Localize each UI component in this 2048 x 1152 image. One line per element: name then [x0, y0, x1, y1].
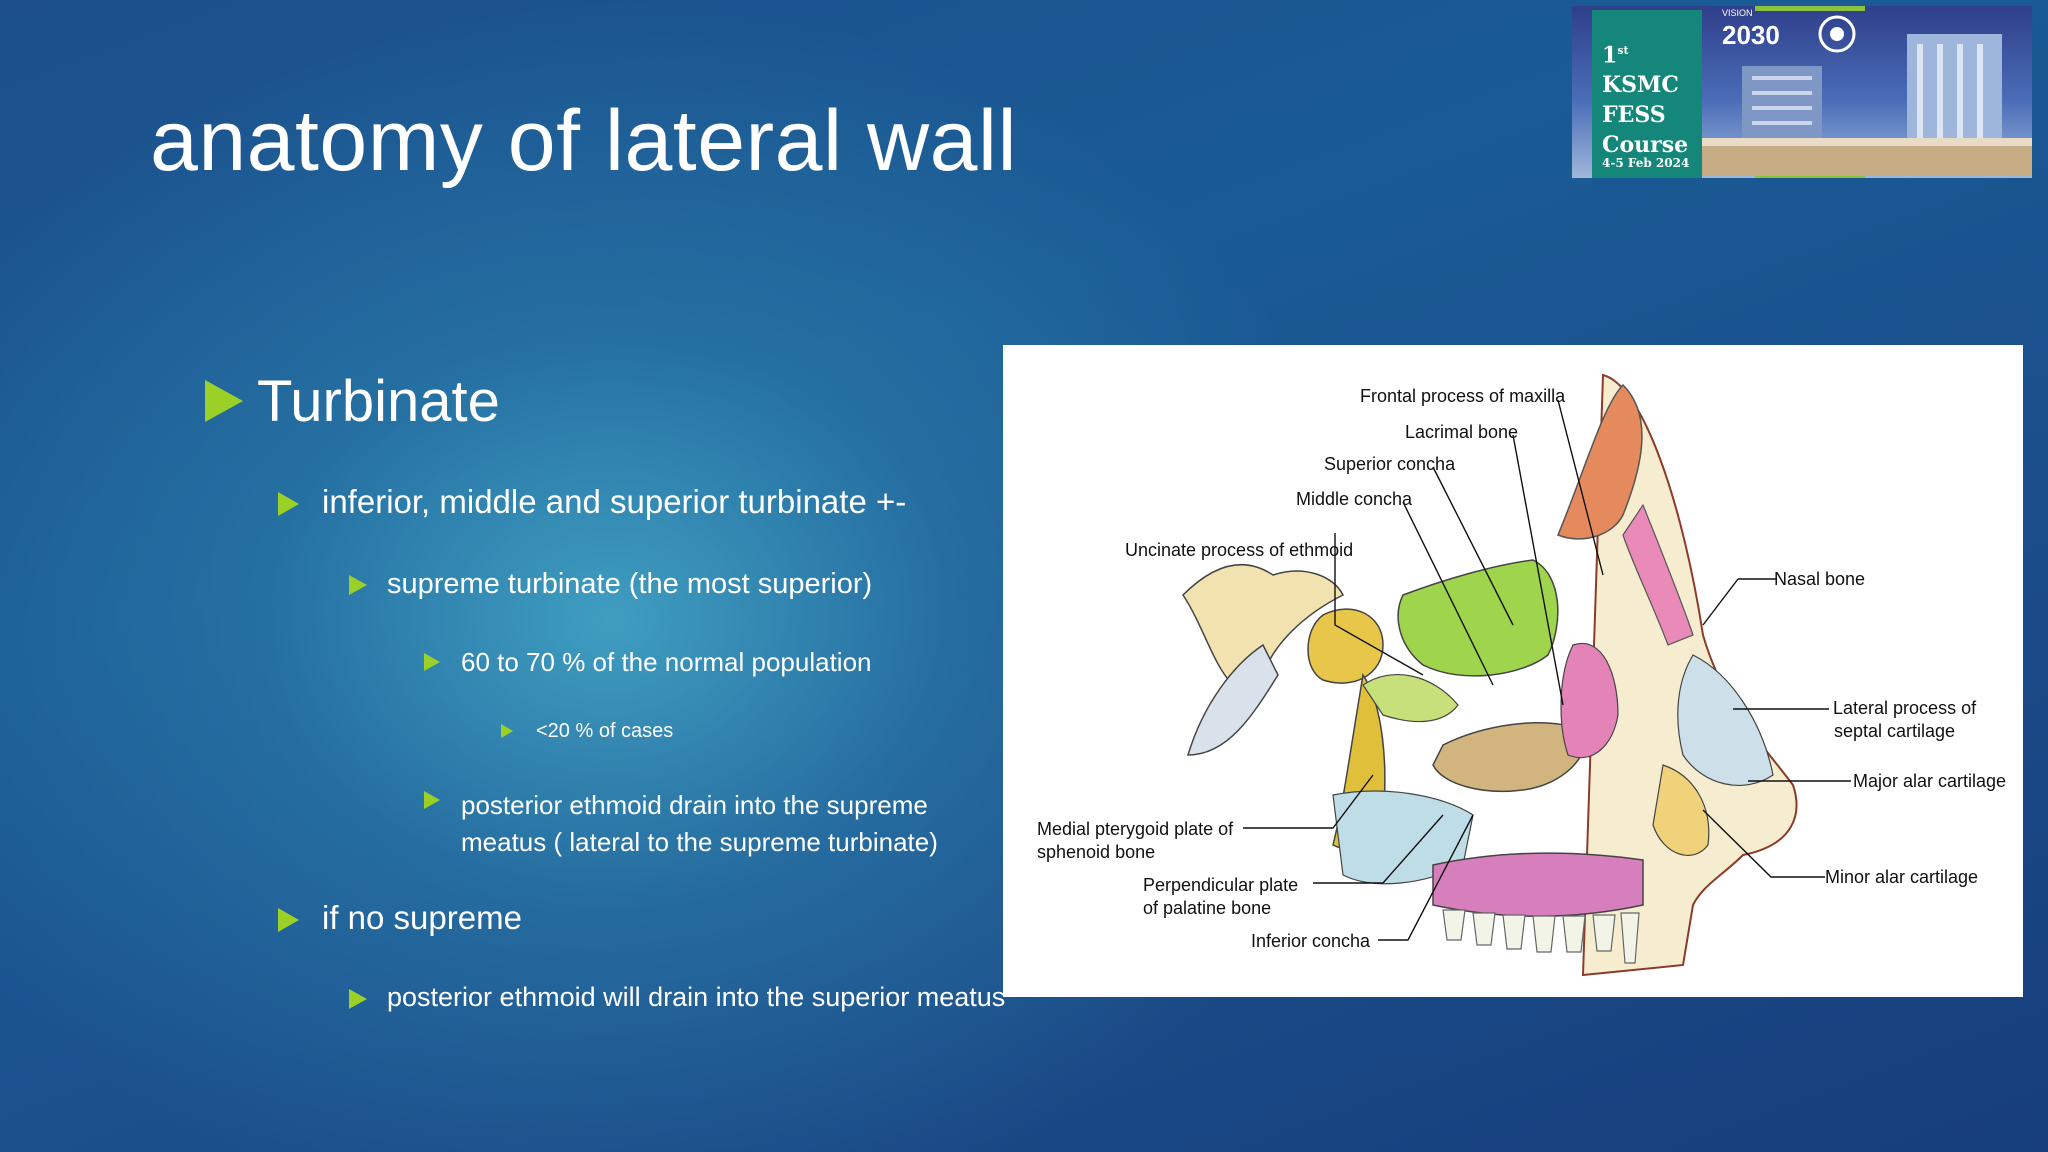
label-major-alar: Major alar cartilage — [1853, 771, 2006, 791]
lateral-wall-diagram: Frontal process of maxilla Lacrimal bone… — [1037, 373, 2006, 977]
bullet-text: posterior ethmoid will drain into the su… — [387, 982, 1006, 1012]
course-date: 4-5 Feb 2024 — [1602, 156, 1690, 170]
bullet-arrow-icon — [205, 380, 243, 422]
bullet-arrow-icon — [278, 908, 299, 932]
bullet-text: supreme turbinate (the most superior) — [387, 568, 873, 600]
bullet-turbinate: Turbinate — [205, 368, 500, 435]
course-badge — [1592, 10, 1702, 178]
bullet-arrow-icon — [278, 492, 299, 516]
label-uncinate-process: Uncinate process of ethmoid — [1125, 540, 1353, 560]
course-name: 1st KSMC FESS Course — [1602, 42, 1689, 159]
bullet-text: 60 to 70 % of the normal population — [461, 647, 872, 677]
ksmc-emblem-icon — [1818, 15, 1856, 53]
bullet-inferior-middle-superior: inferior, middle and superior turbinate … — [278, 483, 907, 521]
bullet-text-line2: meatus ( lateral to the supreme turbinat… — [461, 827, 938, 857]
label-inferior-concha: Inferior concha — [1251, 931, 1371, 951]
label-lacrimal-bone: Lacrimal bone — [1405, 422, 1518, 442]
label-superior-concha: Superior concha — [1324, 454, 1456, 474]
label-frontal-process: Frontal process of maxilla — [1360, 386, 1566, 406]
lateral-wall-figure: Frontal process of maxilla Lacrimal bone… — [1003, 345, 2023, 997]
label-lateral-process-1: Lateral process of — [1833, 698, 1977, 718]
bullet-supreme: supreme turbinate (the most superior) — [349, 568, 873, 601]
bullet-arrow-icon — [349, 575, 367, 595]
bullet-posterior-will-drain: posterior ethmoid will drain into the su… — [349, 982, 1006, 1013]
hospital-buildings-image — [1702, 34, 2032, 176]
teeth-illustration — [1442, 909, 1640, 964]
label-nasal-bone: Nasal bone — [1774, 569, 1865, 589]
slide-title: anatomy of lateral wall — [150, 93, 1018, 189]
label-lateral-process-2: septal cartilage — [1834, 721, 1955, 741]
bullet-text-line1: posterior ethmoid drain into the supreme — [461, 790, 928, 820]
bullet-arrow-icon — [424, 791, 440, 809]
bullet-arrow-icon — [501, 724, 513, 738]
label-middle-concha: Middle concha — [1296, 489, 1413, 509]
leader-lines — [1243, 399, 1851, 941]
label-perpendicular-1: Perpendicular plate — [1143, 875, 1298, 895]
label-medial-pterygoid-1: Medial pterygoid plate of — [1037, 819, 1234, 839]
vision-label: VISION — [1722, 8, 1753, 18]
bullet-arrow-icon — [349, 989, 367, 1009]
bullet-text: if no supreme — [322, 899, 522, 936]
course-logo: 1st KSMC FESS Course 4-5 Feb 2024 VISION… — [1572, 6, 2032, 178]
bullet-if-no-supreme: if no supreme — [278, 899, 522, 937]
label-perpendicular-2: of palatine bone — [1143, 898, 1271, 918]
label-minor-alar: Minor alar cartilage — [1825, 867, 1978, 887]
bullet-percent-population: 60 to 70 % of the normal population — [424, 647, 872, 678]
vision-year: 2030 — [1722, 20, 1780, 50]
bullet-arrow-icon — [424, 653, 440, 671]
logo-accent-top — [1755, 6, 1865, 11]
bullet-posterior-drain: posterior ethmoid drain into the supreme… — [424, 787, 938, 861]
bullet-text: <20 % of cases — [536, 720, 674, 742]
bullet-text: inferior, middle and superior turbinate … — [322, 483, 907, 520]
bullet-lt20: <20 % of cases — [501, 720, 674, 743]
bullet-text: Turbinate — [257, 369, 500, 434]
label-medial-pterygoid-2: sphenoid bone — [1037, 842, 1155, 862]
